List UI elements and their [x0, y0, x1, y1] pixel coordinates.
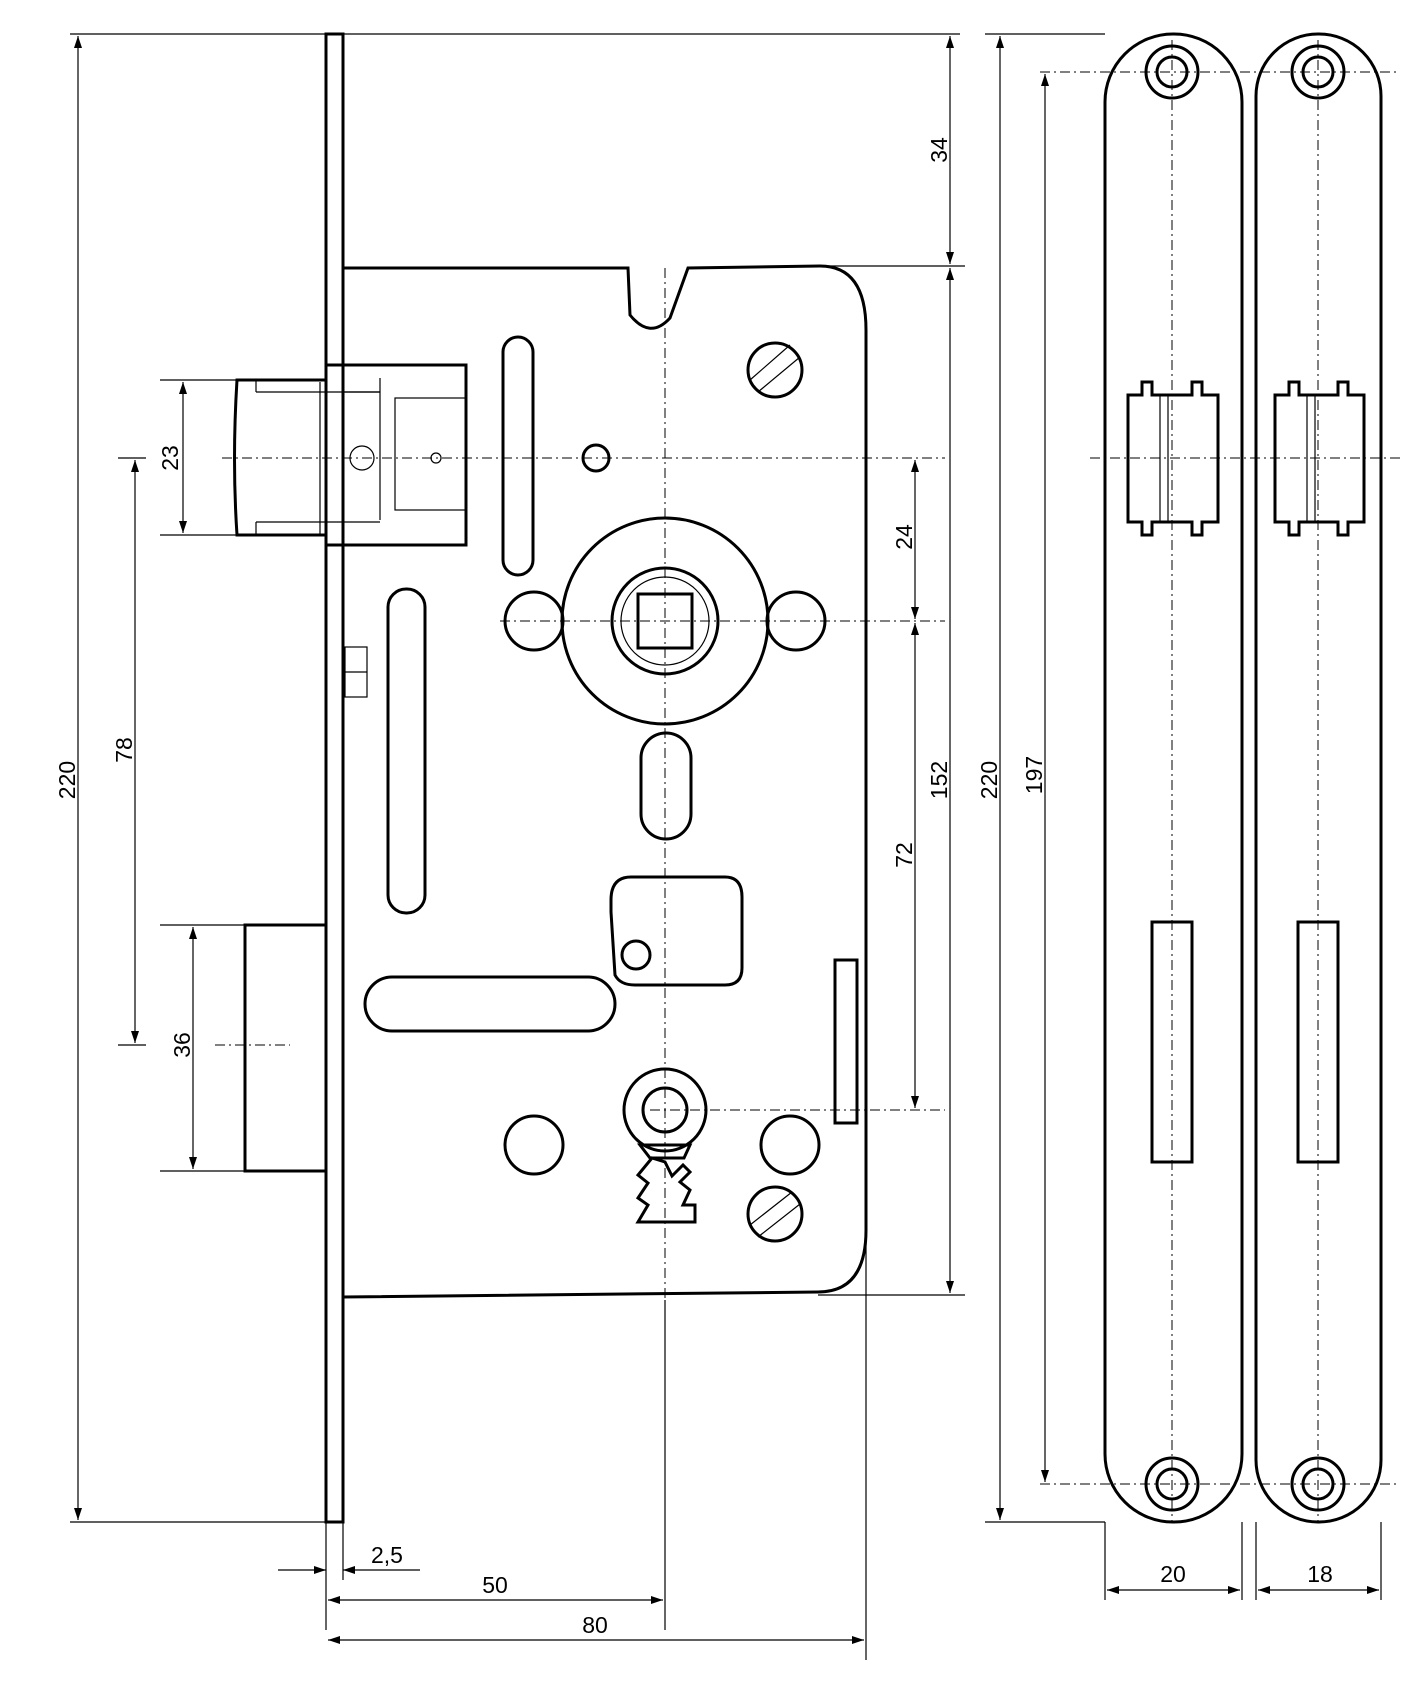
- centerlines: [215, 268, 945, 1300]
- dim-50: 50: [482, 1572, 508, 1598]
- dim-18: 18: [1307, 1561, 1333, 1587]
- faceplate-catch: [344, 646, 368, 698]
- dimension-labels: 220 78 23 36 34 24 152 72 220 197 2,5 50…: [54, 137, 1333, 1638]
- dim-34: 34: [926, 137, 952, 163]
- dim-80: 80: [582, 1612, 608, 1638]
- dim-36: 36: [169, 1032, 195, 1058]
- strike-plate-2: [1254, 32, 1383, 1524]
- latch-bolt: [233, 363, 468, 547]
- faceplate: [324, 32, 345, 1524]
- dim-152: 152: [926, 761, 952, 799]
- horizontal-slot: [363, 975, 617, 1033]
- dimension-lines: [70, 33, 1382, 1660]
- center-oval-slot: [639, 731, 693, 841]
- dim-197: 197: [1021, 756, 1047, 794]
- lock-body: [233, 32, 868, 1524]
- bottom-right-hole: [759, 1114, 821, 1176]
- upper-slot: [501, 335, 535, 577]
- dim-2-5: 2,5: [371, 1542, 403, 1568]
- strike-plate-1: [1103, 32, 1244, 1524]
- deadbolt: [243, 923, 328, 1173]
- dim-220-left: 220: [54, 761, 80, 799]
- dim-78: 78: [111, 737, 137, 763]
- bottom-screw-icon: [746, 1185, 804, 1243]
- right-small-slot: [833, 958, 859, 1125]
- dim-23: 23: [157, 445, 183, 471]
- dim-20: 20: [1160, 1561, 1186, 1587]
- lock-case: [341, 264, 868, 1299]
- dim-24: 24: [891, 524, 917, 550]
- lever-block: [609, 875, 744, 987]
- top-screw-icon: [746, 341, 804, 399]
- left-long-slot: [386, 587, 427, 915]
- dim-220-right: 220: [976, 761, 1002, 799]
- dim-72: 72: [891, 842, 917, 868]
- bottom-left-hole: [503, 1114, 565, 1176]
